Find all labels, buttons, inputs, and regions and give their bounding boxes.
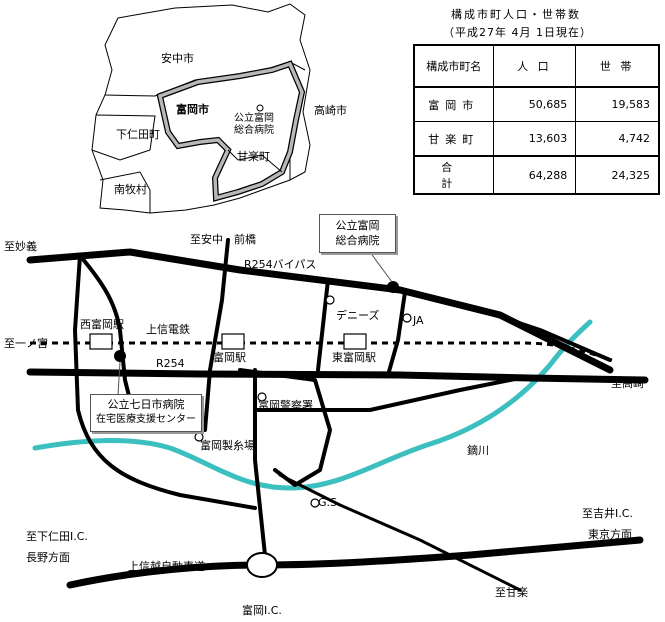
kabura-river xyxy=(32,319,593,491)
label-dennys: デニーズ xyxy=(336,309,380,322)
total-households: 24,325 xyxy=(575,155,660,195)
label-tomioka-ic: 富岡I.C. xyxy=(242,604,282,617)
label-to-myogi: 至妙義 xyxy=(4,240,37,253)
hospital-main-marker xyxy=(387,281,399,293)
label-to-annaka-maebashi: 至安中・前橋 xyxy=(190,233,256,246)
road-west-loop xyxy=(73,253,257,510)
police-marker xyxy=(257,392,267,402)
label-ja: JA xyxy=(413,314,424,327)
label-police: 富岡警察署 xyxy=(258,399,313,412)
roads xyxy=(26,238,649,592)
label-nishi-tomioka-station: 西富岡駅 xyxy=(80,318,124,331)
label-expressway: 上信越自動車道 xyxy=(128,560,205,573)
label-jyoshin-railway: 上信電鉄 xyxy=(146,323,190,336)
table-row-total: 合 計 64,288 24,325 xyxy=(413,155,660,195)
dennys-marker xyxy=(325,295,335,305)
road-east-loop xyxy=(478,308,612,362)
road-police xyxy=(253,376,522,412)
hospital-nanokaichi-pointer xyxy=(117,361,121,396)
r254 xyxy=(26,368,649,384)
table-row: 甘楽町 13,603 4,742 xyxy=(413,121,660,157)
label-tomioka-station: 富岡駅 xyxy=(213,351,246,364)
road-center-south xyxy=(253,368,267,557)
road-kanra xyxy=(278,473,522,592)
label-to-kanra: 至甘楽 xyxy=(495,586,528,599)
road-ja xyxy=(386,290,407,377)
label-to-shimonita-ic: 至下仁田I.C. xyxy=(26,530,88,543)
inset-hospital-marker xyxy=(256,104,264,112)
population-table: 構成市町名 人 口 世 帯 富岡市 50,685 19,583 甘楽町 13,6… xyxy=(413,44,660,195)
inset-label-annaka: 安中市 xyxy=(161,52,194,65)
ja-marker xyxy=(402,313,412,323)
road-nishitomioka xyxy=(80,256,137,422)
inset-label-nanmoku: 南牧村 xyxy=(114,183,147,196)
label-kabura-river: 鏑川 xyxy=(467,444,489,457)
label-gs: G.S. xyxy=(318,496,341,509)
population-table-title: 構成市町人口・世帯数 xyxy=(451,8,581,21)
row-population: 13,603 xyxy=(492,121,577,157)
label-to-ichinomiya: 至一ノ宮 xyxy=(4,337,48,350)
total-population: 64,288 xyxy=(492,155,577,195)
callout-hospital-nanokaichi-line2: 在宅医療支援センター xyxy=(96,414,196,425)
tomioka-ic-interchange xyxy=(246,552,278,578)
label-nagano-direction: 長野方面 xyxy=(26,551,70,564)
header-population: 人 口 xyxy=(492,44,577,88)
inset-label-takasaki: 高崎市 xyxy=(314,104,347,117)
jyoshin-railway xyxy=(30,341,613,362)
row-households: 19,583 xyxy=(575,86,660,122)
total-name: 合 計 xyxy=(413,155,494,195)
table-row: 富岡市 50,685 19,583 xyxy=(413,86,660,122)
hospital-nanokaichi-marker xyxy=(114,350,126,362)
callout-hospital-nanokaichi-line1: 公立七日市病院 xyxy=(107,398,185,411)
jyoshinetsu-expressway xyxy=(66,536,644,589)
label-silk-mill: 富岡製糸場 xyxy=(200,439,255,452)
inset-label-kanra: 甘楽町 xyxy=(237,150,270,163)
row-name: 富岡市 xyxy=(413,86,494,122)
label-r254-bypass: R254バイパス xyxy=(244,258,317,271)
header-municipality: 構成市町名 xyxy=(413,44,494,88)
callout-hospital-main-line2: 総合病院 xyxy=(335,234,380,247)
inset-boundary-shimonita xyxy=(91,114,156,161)
inset-outline xyxy=(91,3,311,214)
label-higashi-tomioka-station: 東富岡駅 xyxy=(332,351,376,364)
label-to-takasaki: 至高崎 xyxy=(611,377,644,390)
station-nishi-tomioka xyxy=(89,333,113,350)
station-higashi-tomioka xyxy=(343,333,367,350)
header-households: 世 帯 xyxy=(575,44,660,88)
inset-boundary-nanmoku xyxy=(99,171,151,213)
inset-label-tomioka: 富岡市 xyxy=(176,103,209,116)
inset-kanra-boundary xyxy=(227,149,283,173)
row-name: 甘楽町 xyxy=(413,121,494,157)
callout-hospital-main: 公立富岡 総合病院 xyxy=(319,214,396,253)
silk-mill-marker xyxy=(194,432,204,442)
road-annaka-maebashi xyxy=(203,238,230,432)
population-table-date: （平成27年 4月 1日現在） xyxy=(443,26,592,39)
row-population: 50,685 xyxy=(492,86,577,122)
row-households: 4,742 xyxy=(575,121,660,157)
label-r254: R254 xyxy=(156,357,185,370)
hospital-main-pointer xyxy=(369,251,393,283)
inset-label-shimonita: 下仁田町 xyxy=(116,128,160,141)
callout-hospital-nanokaichi: 公立七日市病院 在宅医療支援センター xyxy=(90,394,202,432)
road-east-ns xyxy=(316,278,330,372)
label-tokyo-direction: 東京方面 xyxy=(588,528,632,541)
callout-hospital-main-line1: 公立富岡 xyxy=(335,219,380,232)
label-to-yoshii-ic: 至吉井I.C. xyxy=(582,507,633,520)
inset-label-hospital: 公立富岡総合病院 xyxy=(234,113,274,136)
station-tomioka xyxy=(221,333,245,350)
gs-marker xyxy=(310,498,320,508)
